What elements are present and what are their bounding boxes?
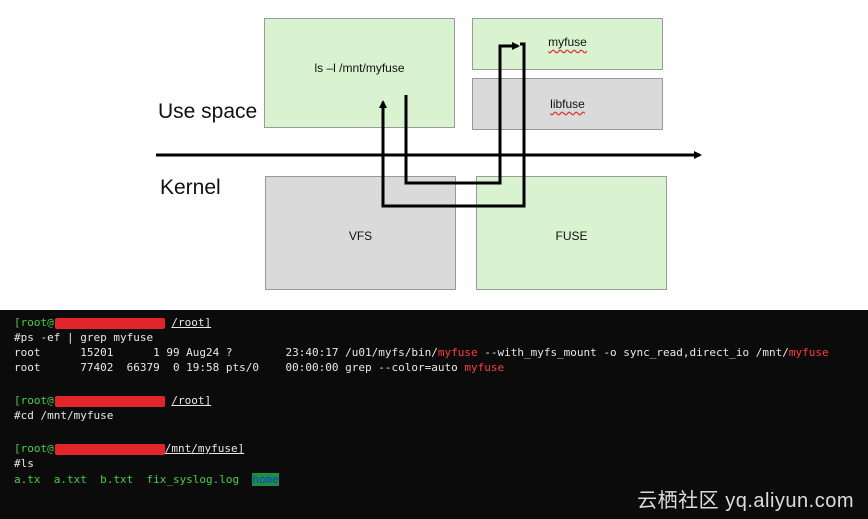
fuse-box: FUSE (476, 176, 667, 290)
user-space-label: Use space (158, 100, 258, 123)
libfuse-box: libfuse (472, 78, 663, 130)
redacted-host-3 (54, 443, 165, 455)
myfuse-label: myfuse (548, 35, 587, 49)
watermark: 云栖社区 yq.aliyun.com (637, 490, 854, 512)
vfs-label: VFS (348, 229, 373, 243)
terminal-prompt-2: [root@ /root] (14, 394, 212, 407)
terminal-prompt-3: [root@/mnt/myfuse] (14, 442, 245, 455)
terminal-ps-line-1: root 15201 1 99 Aug24 ? 23:40:17 /u01/my… (14, 346, 829, 359)
terminal-cmd-1: #ps -ef | grep myfuse (14, 331, 154, 344)
fuse-label: FUSE (555, 229, 588, 243)
terminal-ps-line-2: root 77402 66379 0 19:58 pts/0 00:00:00 … (14, 361, 505, 374)
ls-command-label: ls –l /mnt/myfuse (314, 61, 405, 75)
ls-command-box: ls –l /mnt/myfuse (264, 18, 455, 128)
terminal-cmd-3: #ls (14, 457, 34, 470)
vfs-box: VFS (265, 176, 456, 290)
terminal-cmd-2: #cd /mnt/myfuse (14, 409, 114, 422)
redacted-host-1 (54, 317, 165, 329)
myfuse-box: myfuse (472, 18, 663, 70)
terminal-panel: [root@ /root] #ps -ef | grep myfuse root… (0, 310, 868, 519)
terminal-prompt-1: [root@ /root] (14, 316, 212, 329)
kernel-label: Kernel (160, 176, 221, 199)
terminal-ls-output: a.tx a.txt b.txt fix_syslog.log home (14, 473, 279, 486)
redacted-host-2 (54, 395, 165, 407)
libfuse-label: libfuse (550, 97, 585, 111)
